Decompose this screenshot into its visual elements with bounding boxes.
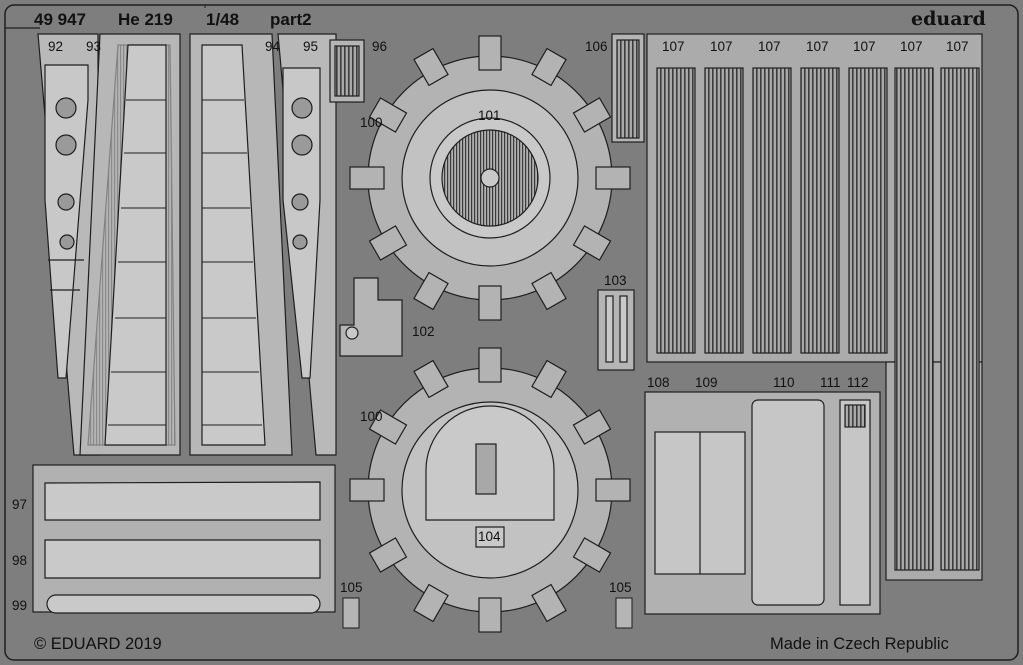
brand-logo: eduard (911, 8, 986, 30)
part-number-100-top: 100 (360, 115, 383, 130)
part-100-gear-bottom (349, 347, 631, 633)
part-number-107-e: 107 (853, 39, 876, 54)
part-107-grills (646, 33, 983, 581)
part-95 (277, 33, 337, 456)
part-105-left (342, 597, 360, 629)
part-number-106: 106 (585, 39, 608, 54)
part-number-108: 108 (647, 375, 670, 390)
part-number-107-d: 107 (806, 39, 829, 54)
part-93-ladder (79, 33, 181, 456)
part-number-92: 92 (48, 39, 64, 54)
part-number-97: 97 (12, 497, 28, 512)
part-108-112 (644, 391, 881, 615)
part-number-103: 103 (604, 273, 627, 288)
part-label: part2 (270, 10, 312, 29)
part-number-110: 110 (773, 375, 795, 390)
part-100-gear-top (349, 35, 631, 321)
origin-text: Made in Czech Republic (770, 635, 949, 653)
part-number-96: 96 (372, 39, 388, 54)
set-number: 49 947 (34, 10, 86, 29)
scale-label: 1/48 (206, 10, 240, 29)
part-96 (329, 39, 365, 103)
part-number-98: 98 (12, 553, 28, 568)
part-number-105-right: 105 (609, 580, 632, 595)
part-number-93: 93 (86, 39, 102, 54)
part-number-107-b: 107 (710, 39, 733, 54)
part-106 (611, 33, 645, 143)
fret-frame (4, 4, 1019, 661)
part-97 (32, 464, 336, 614)
aircraft-name: He 219 (118, 10, 173, 29)
part-number-102: 102 (412, 324, 435, 339)
part-number-101: 101 (478, 108, 501, 123)
part-number-112: 112 (847, 375, 869, 390)
copyright-text: © EDUARD 2019 (34, 635, 162, 653)
part-102 (339, 277, 403, 357)
part-number-107-a: 107 (662, 39, 685, 54)
part-number-95: 95 (303, 39, 319, 54)
part-105-right (615, 597, 633, 629)
part-number-105-left: 105 (340, 580, 363, 595)
part-number-94: 94 (265, 39, 281, 54)
part-number-99: 99 (12, 598, 28, 613)
part-number-100-bottom: 100 (360, 409, 383, 424)
part-number-107-f: 107 (900, 39, 923, 54)
part-number-107-g: 107 (946, 39, 969, 54)
part-103 (597, 289, 635, 371)
part-number-111: 111 (820, 375, 841, 390)
part-94-ladder (189, 33, 293, 456)
part-number-109: 109 (695, 375, 718, 390)
part-number-104: 104 (478, 529, 501, 544)
part-number-107-c: 107 (758, 39, 781, 54)
